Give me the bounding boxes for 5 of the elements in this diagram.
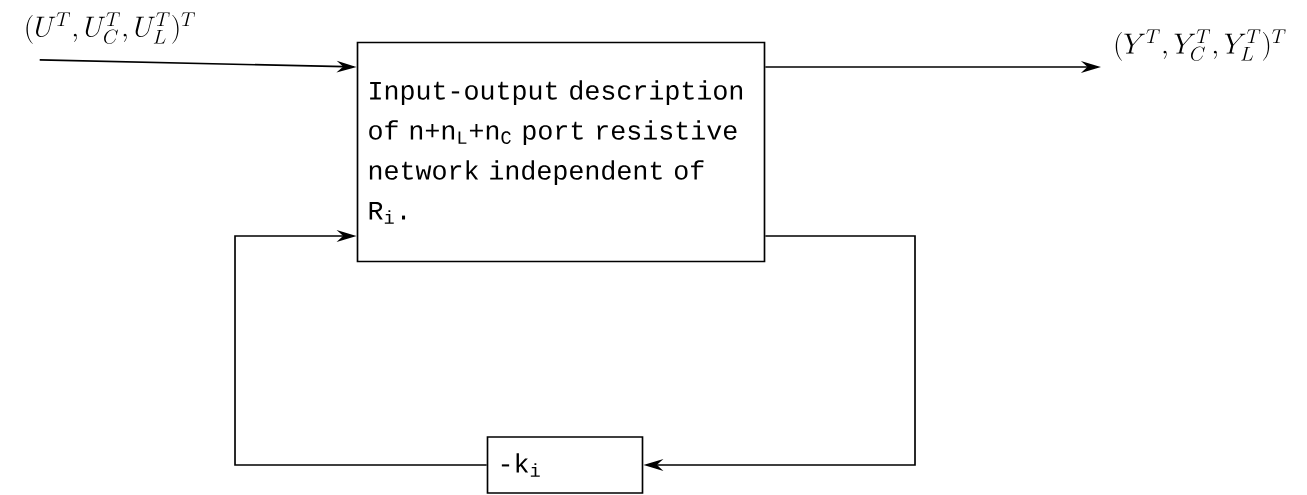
formula-label: $(U^{T},U_{C}^{T},U_{L}^{T})^{T}$: [26, 12, 195, 44]
formula-label: $(Y^{T},Y_{C}^{T},Y_{L}^{T})^{T}$: [1115, 29, 1286, 61]
process-box: -k$_{i}$: [486, 436, 644, 494]
arrow: [234, 230, 488, 466]
process-box: Input-output description of n+n$_{L}$+n$_{C}$ port resistive network independent of R$_{i}$.: [356, 41, 766, 263]
